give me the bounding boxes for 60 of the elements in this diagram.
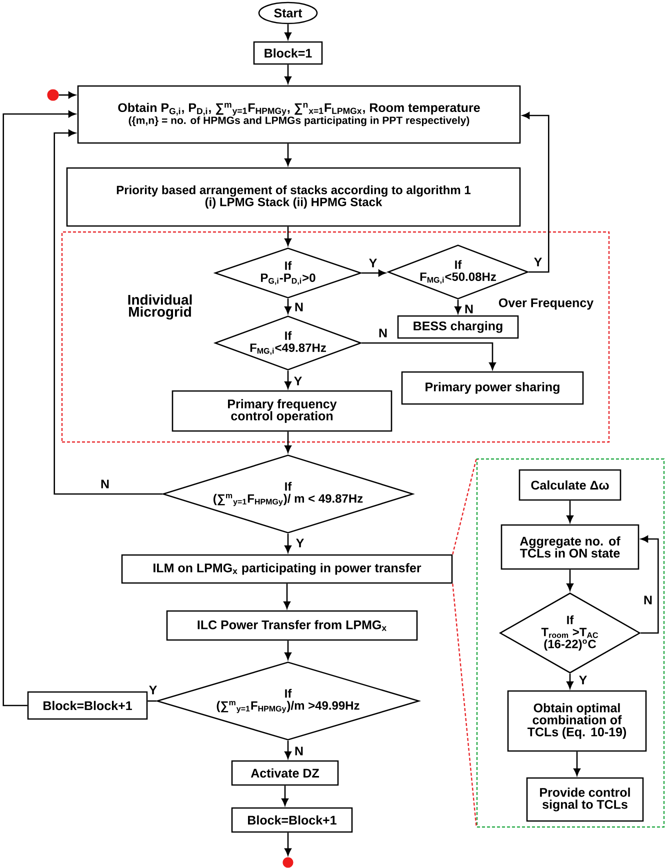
process-box: Activate DZ	[231, 760, 339, 786]
arrow	[284, 370, 292, 389]
arrow	[284, 832, 292, 856]
process-box: Obtain optimal combination of TCLs (Eq. 10-19)	[507, 690, 647, 752]
line	[148, 700, 156, 702]
process-box: Obtain P$_{G,i}$, P$_{D,i}$, ∑$^{m}$$_{y=1}$F$_{HPMGy}$, ∑$^{n}$$_{x=1}$F$_{LPMGx}$, Room temperature ({m,n} = no. of HPMGs and LPMGs participating in PPT respectively)	[77, 85, 521, 144]
process-box: Calculate Δω	[518, 469, 622, 501]
start-oval: Start	[258, 2, 318, 24]
arrow	[522, 112, 550, 273]
edge-label: N	[377, 328, 388, 338]
arrow	[284, 740, 292, 759]
arrow	[58, 92, 76, 98]
arrow	[282, 786, 288, 806]
dashed-line	[452, 458, 477, 554]
dashed-region	[476, 458, 665, 828]
edge-label: N	[642, 594, 654, 606]
arrow	[566, 674, 574, 689]
arrow	[284, 226, 292, 246]
arrow	[2, 110, 76, 706]
connector-dot	[47, 89, 59, 101]
edge-label: N	[463, 304, 474, 314]
arrow	[284, 640, 292, 660]
edge-label: N	[99, 478, 111, 490]
arrow	[284, 64, 292, 84]
edge-label: N	[293, 746, 304, 756]
arrow	[454, 300, 462, 314]
process-box: ILM on LPMG$_{x}$ participating in power transfer	[121, 554, 453, 584]
process-box: Block=Block+1	[27, 691, 148, 720]
process-box: Primary frequency control operation	[172, 390, 392, 432]
edge-label: Y	[292, 376, 304, 386]
edge-label: Y	[532, 256, 544, 268]
process-box: BESS charging	[397, 315, 519, 339]
process-box: ILC Power Transfer from LPMG$_{x}$	[166, 610, 418, 641]
edge-label: N	[293, 302, 304, 312]
arrow	[284, 298, 292, 314]
arrow	[566, 500, 574, 523]
edge-label: Y	[294, 538, 306, 548]
process-box: Aggregate no. of TCLs in ON state	[500, 524, 640, 570]
process-box: Priority based arrangement of stacks according to algorithm 1 (i) LPMG Stack (ii) HPMG Stack	[66, 167, 521, 227]
dashed-line	[452, 584, 477, 828]
arrow	[640, 536, 659, 634]
arrow	[284, 432, 292, 453]
arrow	[362, 270, 386, 276]
arrow	[54, 130, 162, 495]
arrow	[284, 24, 292, 40]
arrow	[574, 752, 580, 776]
connector-dot	[282, 857, 294, 868]
arrow	[284, 534, 292, 553]
process-box: Block=1	[253, 41, 323, 65]
process-box: Provide control signal to TCLs	[526, 777, 644, 822]
arrow	[284, 584, 290, 609]
arrow	[284, 144, 292, 166]
arrow	[566, 570, 574, 591]
note-text: Over Frequency	[498, 298, 594, 310]
edge-label: Y	[578, 674, 588, 686]
process-box: Primary power sharing	[401, 371, 584, 405]
edge-label: Y	[368, 258, 378, 268]
process-box: Block=Block+1	[231, 807, 353, 833]
edge-label: Y	[148, 684, 158, 696]
arrow	[362, 342, 496, 370]
